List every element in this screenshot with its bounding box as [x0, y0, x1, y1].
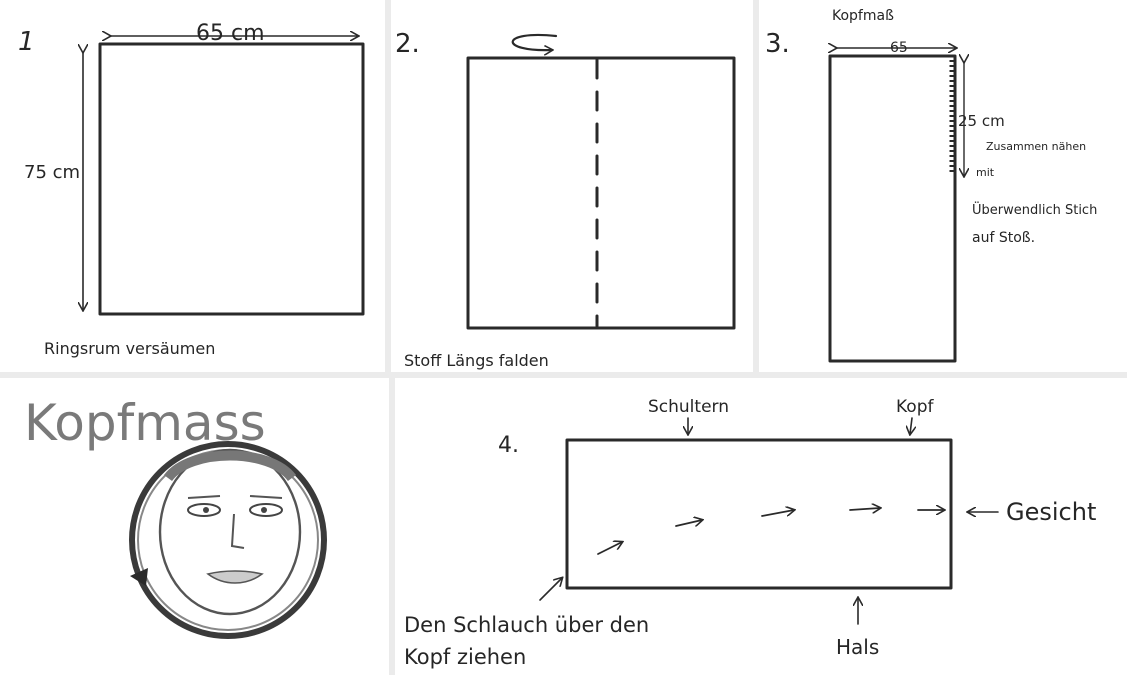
- direction-arrow-4: [850, 508, 880, 510]
- step-2-caption: Stoff Längs falden: [404, 351, 549, 370]
- neck-label: Hals: [836, 635, 879, 659]
- head-label: Kopf: [896, 397, 934, 417]
- step-1-caption: Ringsrum versäumen: [44, 339, 215, 358]
- seam-note-line-4: auf Stoß.: [972, 230, 1035, 246]
- step-4-caption-line-1: Den Schlauch über den: [404, 613, 649, 637]
- left-pupil: [203, 507, 209, 513]
- pull-arrow: [540, 578, 562, 600]
- face-label: Gesicht: [1006, 498, 1096, 526]
- panel-step-2: 2. Stoff Längs falden: [395, 29, 734, 370]
- hair-band: [168, 456, 292, 479]
- direction-arrow-2: [676, 520, 702, 526]
- panel-step-3: 3. Kopfmaß 65 25 cm Zusammen nähen mit Ü…: [765, 8, 1097, 361]
- seam-note-line-1: Zusammen nähen: [986, 140, 1086, 153]
- width-label: 65 cm: [196, 21, 265, 46]
- fabric-rectangle-2: [468, 58, 734, 328]
- fabric-tube: [567, 440, 951, 588]
- step-1-number: 1: [18, 27, 35, 57]
- fabric-rectangle: [100, 44, 363, 314]
- step-4-caption-line-2: Kopf ziehen: [404, 645, 526, 669]
- shoulders-label: Schultern: [648, 397, 729, 417]
- face-outline: [160, 450, 300, 614]
- seam-length-label: 25 cm: [958, 112, 1005, 130]
- head-size-label: Kopfmaß: [832, 8, 894, 24]
- panel-step-4: 4. Schultern Kopf Gesicht Hals Den Schla…: [404, 397, 1096, 669]
- nose-icon: [232, 514, 244, 548]
- seam-note-line-3: Überwendlich Stich: [972, 201, 1097, 218]
- folded-fabric: [830, 56, 955, 361]
- step-4-number: 4.: [498, 433, 519, 458]
- eyebrows: [188, 496, 282, 498]
- fold-arrow-icon: [513, 35, 556, 50]
- right-pupil: [261, 507, 267, 513]
- seam-note-line-2: mit: [976, 166, 995, 179]
- panel-head-measurement: Kopfmass: [24, 394, 324, 636]
- head-arrow: [910, 418, 912, 434]
- height-label: 75 cm: [24, 162, 80, 183]
- step-3-number: 3.: [765, 29, 790, 59]
- direction-arrow-1: [598, 542, 622, 554]
- direction-arrows: [598, 508, 944, 554]
- mouth-icon: [208, 571, 262, 583]
- panel-step-1: 1 65 cm 75 cm Ringsrum versäumen: [18, 21, 363, 358]
- direction-arrow-3: [762, 510, 794, 516]
- step-2-number: 2.: [395, 29, 420, 59]
